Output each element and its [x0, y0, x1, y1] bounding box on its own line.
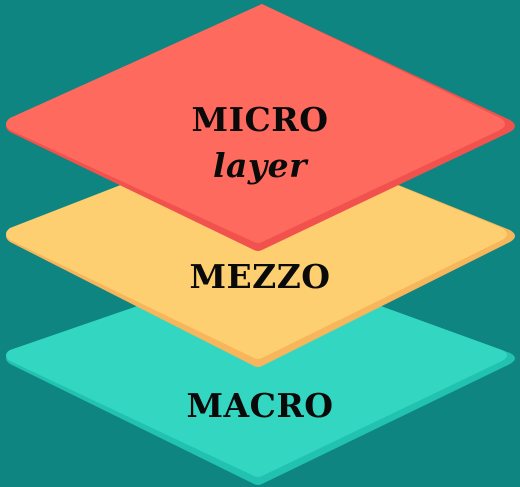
- macro-layer: [6, 263, 515, 485]
- micro-layer-sublabel: layer: [213, 146, 307, 185]
- micro-layer: [6, 4, 515, 251]
- mezzo-layer-label: MEZZO: [189, 257, 331, 296]
- macro-layer-label: MACRO: [186, 386, 334, 425]
- micro-layer-face: [6, 4, 505, 243]
- macro-layer-face: [6, 263, 507, 477]
- micro-layer-label: MICRO: [191, 100, 329, 139]
